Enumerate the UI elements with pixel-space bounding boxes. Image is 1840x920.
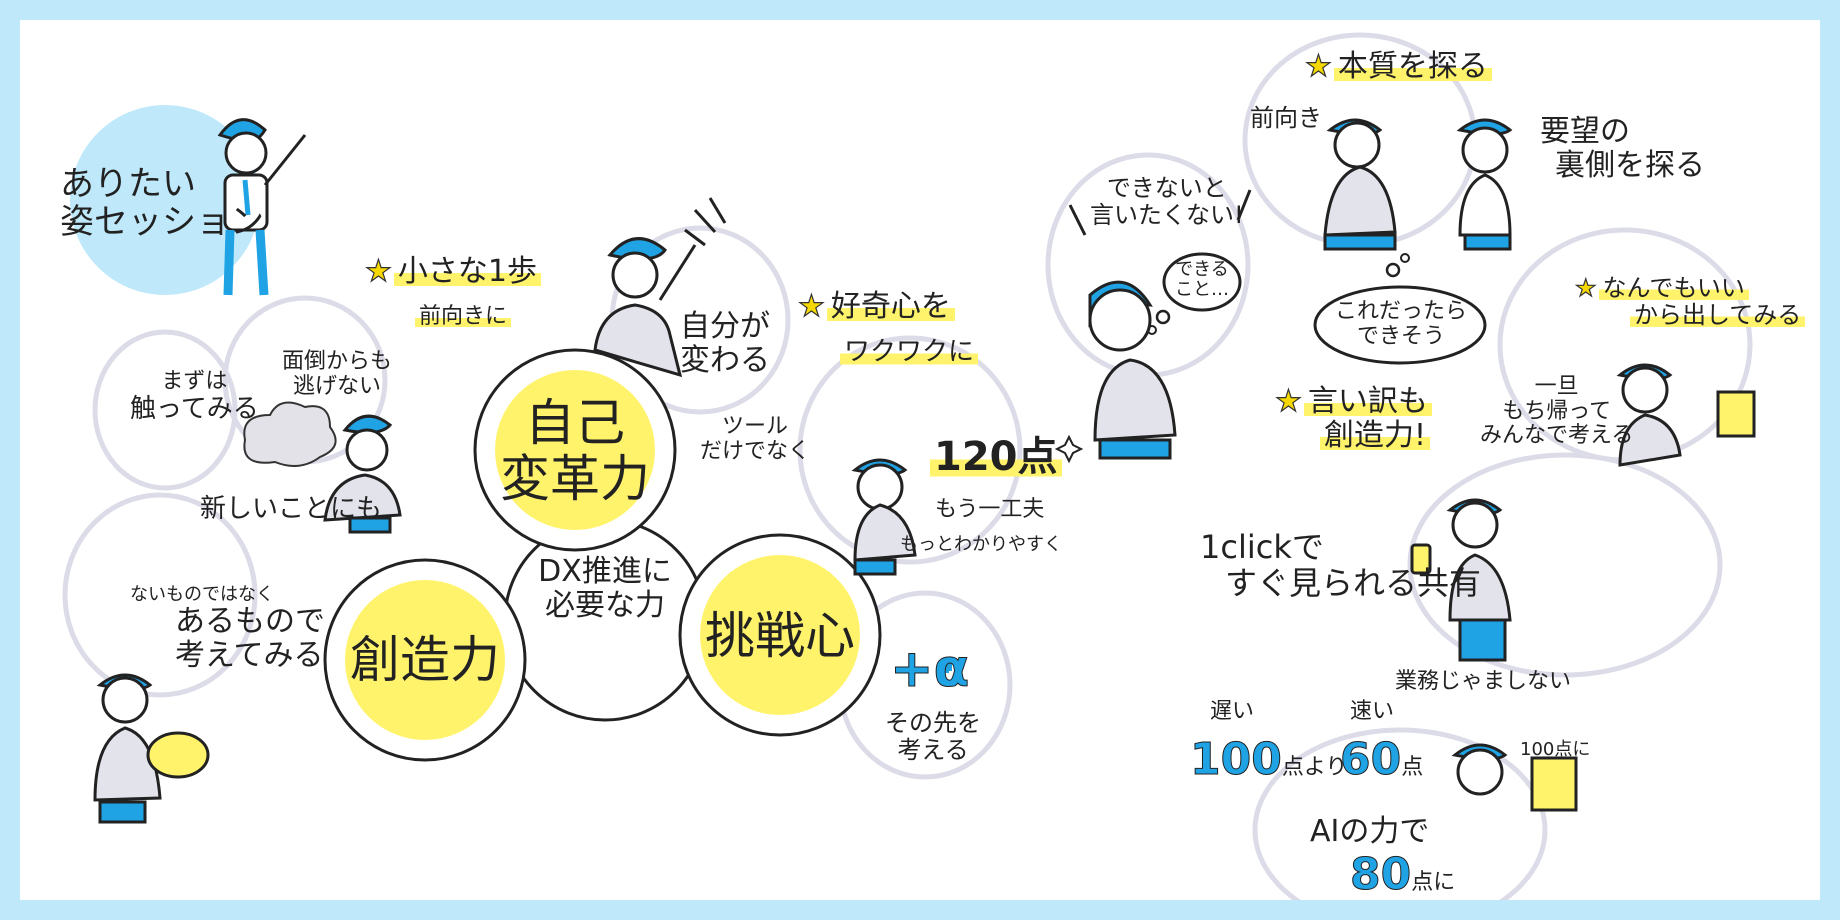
thought-bubble — [1162, 252, 1242, 312]
try-anything-heading: ★なんでもいい から出してみる — [1574, 274, 1806, 329]
worried-person-figure — [323, 414, 402, 534]
emphasis-lines — [684, 189, 1252, 247]
star-icon: ★ — [1304, 49, 1332, 84]
pillar-fill-creativity — [345, 580, 505, 740]
star-icon: ★ — [1574, 274, 1597, 302]
bubble-dot — [1385, 262, 1401, 278]
phone-person-figure — [1410, 498, 1512, 662]
center-label: DX推進に 必要な力 — [538, 554, 672, 623]
small-step-heading: ★小さな1歩 — [364, 254, 541, 289]
ai-score: 80点に — [1349, 849, 1456, 900]
nothing-note: ないものではなく あるもので 考えてみる — [130, 584, 325, 673]
slow-label: 遅い — [1210, 699, 1255, 724]
thought-dot — [1155, 309, 1171, 325]
can-bubble-text: できること… — [1175, 259, 1229, 301]
pillar-label-creativity: 創造力 — [350, 631, 500, 689]
cloud-icon — [243, 401, 337, 467]
presenting-person-figure — [1616, 363, 1756, 467]
one-more-note: もう一工夫 — [935, 497, 1045, 522]
fast-score: 60点 — [1339, 734, 1424, 785]
request-note: 要望の裏側を探る — [1540, 114, 1705, 183]
forward-person-figure — [1323, 118, 1397, 251]
title-bubble — [70, 105, 260, 295]
pillar-label-self-reform: 自己 変革力 — [500, 394, 650, 508]
waving-person-figure — [593, 237, 697, 378]
illustration-layer — [62, 32, 1756, 900]
curiosity-heading: ★好奇心を — [797, 289, 955, 324]
score-120: 120点 — [930, 434, 1062, 480]
cannot-note: できないと言いたくない! — [1090, 174, 1244, 229]
speech-bubble-could-do — [1313, 285, 1487, 365]
bubble-dot-small — [1400, 253, 1410, 263]
lightbulb-icon — [146, 731, 210, 779]
bother-note: 面倒からも逃げない — [282, 349, 393, 399]
title-line-1: ありたい — [60, 164, 196, 204]
easier-note: もっとわかりやすく — [900, 534, 1062, 555]
small-step-sub: 前向きに — [415, 304, 512, 330]
alpha-note: その先を考える — [885, 709, 981, 764]
pillar-fill-self-reform — [495, 370, 655, 530]
laptop-person-figure — [1451, 743, 1578, 812]
forward-note: 前向き — [1250, 104, 1322, 132]
pointing-person-figure — [217, 118, 307, 296]
thinking-person-figure — [1088, 280, 1177, 460]
laptop-icon — [1530, 756, 1578, 812]
share-note: 1clickですぐ見られる共有 — [1200, 528, 1482, 602]
new-things-note: 新しいことにも — [200, 494, 383, 524]
share-sub: 業務じゃましない — [1395, 669, 1572, 694]
ai-note: AIの力で — [1310, 814, 1430, 849]
curiosity-sub: ワクワクに — [840, 337, 979, 367]
title-line-2: 姿セッション — [60, 202, 264, 243]
star-icon: ★ — [797, 289, 825, 324]
pillar-label-challenge: 挑戦心 — [705, 607, 855, 665]
take-home-note: 一旦もち帰ってみんなで考える — [1480, 374, 1634, 449]
excuse-heading: ★言い訳も 創造力! — [1274, 384, 1432, 453]
pillar-fill-challenge — [700, 555, 860, 715]
slow-score: 100点より — [1190, 734, 1348, 785]
client-person-figure — [1456, 118, 1513, 251]
alpha-label: +α — [889, 639, 970, 699]
star-icon: ★ — [364, 254, 392, 289]
touch-note: まずは触ってみる — [130, 369, 259, 424]
idea-card — [1716, 390, 1756, 438]
target-note: 100点に — [1520, 739, 1591, 760]
session-title: ありたい 姿セッション — [60, 165, 264, 241]
pushing-person-figure — [851, 458, 917, 576]
people-figures — [93, 118, 1756, 824]
star-icon: ★ — [1274, 384, 1302, 419]
self-change-note: 自分が変わる — [680, 309, 770, 378]
phone-icon — [1410, 543, 1432, 575]
essence-heading: ★本質を探る — [1304, 49, 1492, 84]
bulb-person-figure — [93, 673, 210, 824]
venn-diagram — [323, 348, 882, 762]
could-do-text: これだったらできそう — [1335, 299, 1468, 349]
canvas: ありたい 姿セッション 自己 変革力 創造力 挑戦心 DX推進に 必要な力 ★小… — [20, 20, 1820, 900]
plus-icon — [938, 661, 952, 673]
tools-note: ツールだけでなく — [700, 414, 811, 464]
fast-label: 速い — [1350, 699, 1395, 724]
